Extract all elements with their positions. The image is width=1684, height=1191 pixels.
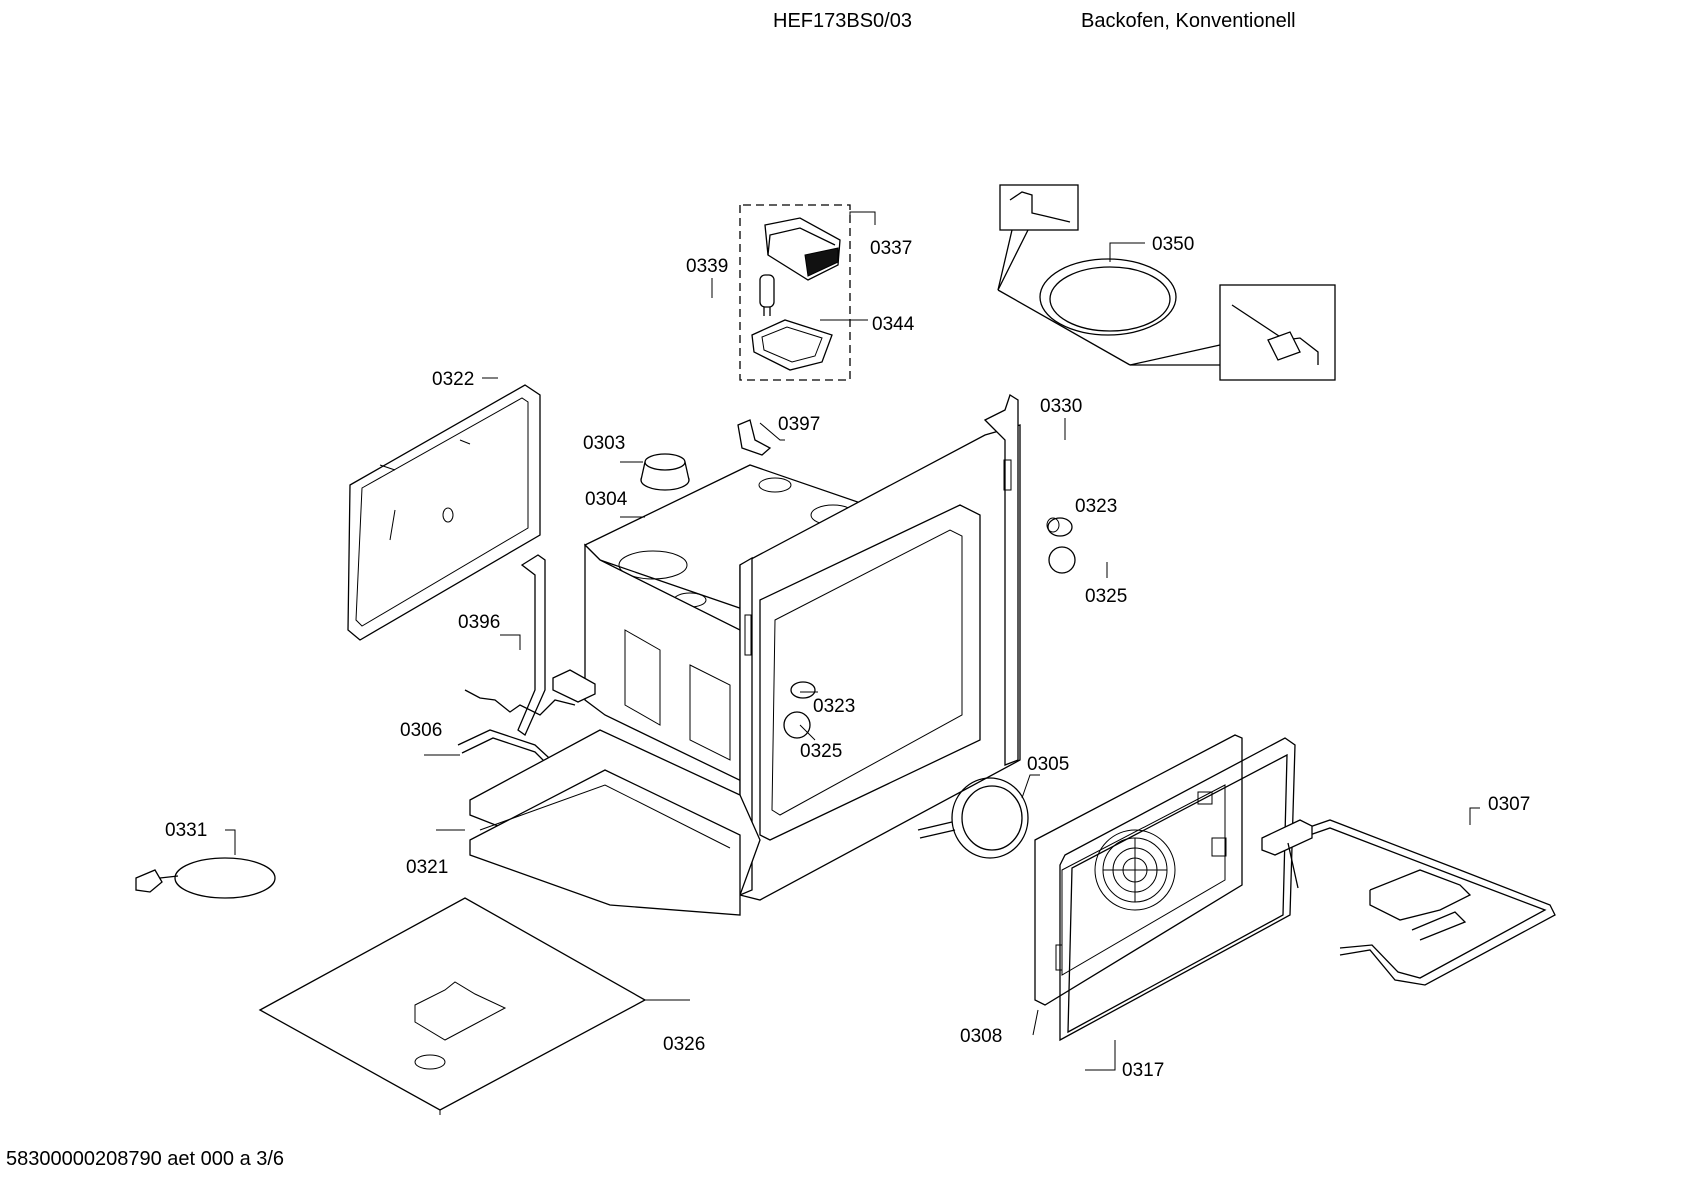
callout-0321: 0321 (406, 857, 448, 878)
callout-0307: 0307 (1488, 794, 1530, 815)
door-gasket-part[interactable] (1059, 737, 1296, 1042)
inner-lamp-glass-part[interactable] (783, 711, 811, 739)
callout-0330: 0330 (1040, 396, 1082, 417)
lamp-group-dashed-frame (739, 204, 851, 381)
back-panel-part[interactable] (1034, 734, 1243, 1006)
callout-0305: 0305 (1027, 754, 1069, 775)
lamp-holder-part[interactable] (552, 669, 596, 703)
diagram-title: Backofen, Konventionell (1081, 10, 1296, 32)
callout-0339: 0339 (686, 256, 728, 277)
lamp-housing-part[interactable] (764, 217, 841, 281)
callout-0396: 0396 (458, 612, 500, 633)
callout-0303: 0303 (583, 433, 625, 454)
callout-0326: 0326 (663, 1034, 705, 1055)
wiring-cable (464, 689, 576, 716)
lamp-assembly-group (739, 204, 851, 381)
callout-0397: 0397 (778, 414, 820, 435)
callout-0308: 0308 (960, 1026, 1002, 1047)
inner-lamp-socket-part[interactable] (790, 681, 816, 699)
bottom-plate-part[interactable] (258, 897, 647, 1115)
callout-0323-inner: 0323 (813, 696, 855, 717)
temperature-sensor-part[interactable] (997, 184, 1336, 381)
ring-heater-part[interactable] (917, 777, 1029, 859)
top-heater-part[interactable] (1261, 819, 1556, 986)
callout-labels: 0322 0303 0304 0397 0339 0337 0344 0350 … (165, 234, 1530, 1081)
document-reference: 58300000208790 aet 000 a 3/6 (6, 1148, 285, 1170)
callout-0322: 0322 (432, 369, 474, 390)
leader-lines (225, 211, 1480, 1071)
callout-0306: 0306 (400, 720, 442, 741)
insulation-mat-part[interactable] (469, 729, 761, 916)
side-bracket-part[interactable] (517, 554, 546, 736)
model-number: HEF173BS0/03 (773, 10, 912, 32)
callout-0304: 0304 (585, 489, 628, 510)
side-panel-part[interactable] (347, 384, 541, 641)
callout-0325-inner: 0325 (800, 741, 842, 762)
lamp-glass-part[interactable] (1048, 546, 1076, 574)
sensor-inset-top (999, 184, 1079, 231)
top-bracket-part[interactable] (737, 419, 772, 456)
callout-0331: 0331 (165, 820, 207, 841)
callout-0337: 0337 (870, 238, 912, 259)
sensor-inset-bottom (1219, 284, 1336, 381)
callout-0323-right: 0323 (1075, 496, 1117, 517)
callout-0317: 0317 (1122, 1060, 1164, 1081)
oven-body-part[interactable] (583, 394, 1021, 901)
callout-0344: 0344 (872, 314, 915, 335)
mains-cable-part[interactable] (135, 857, 276, 899)
lamp-socket-part[interactable] (1046, 517, 1073, 537)
callout-0325-right: 0325 (1085, 586, 1127, 607)
callout-0350: 0350 (1152, 234, 1194, 255)
lamp-bulb-part[interactable] (759, 274, 775, 316)
lamp-cover-part[interactable] (751, 319, 833, 371)
fan-cap-part[interactable] (640, 453, 690, 491)
